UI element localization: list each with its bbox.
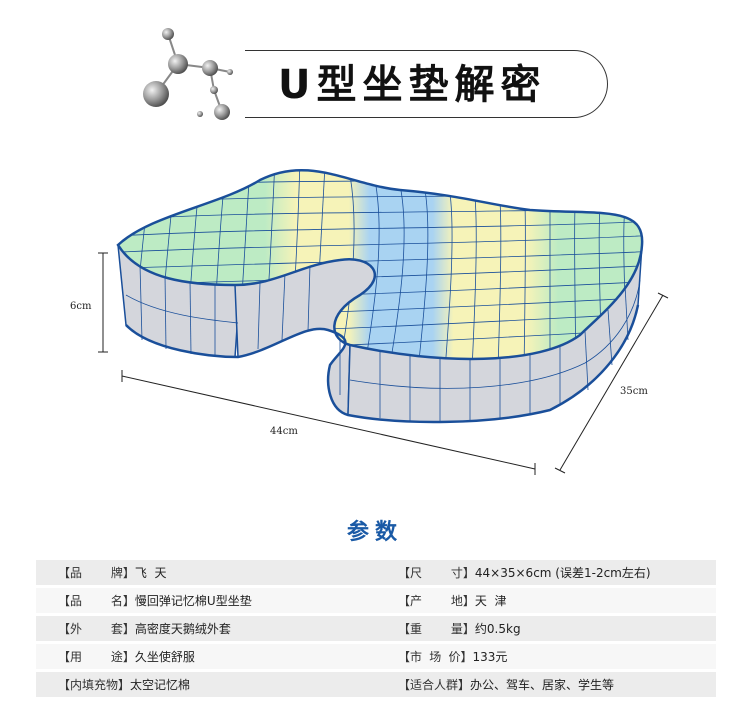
param-cell: 【适合人群】 办公、驾车、居家、学生等 [376, 672, 716, 697]
params-row: 【品 牌】 飞 天 【尺 寸】 44×35×6cm (误差1-2cm左右) [36, 560, 716, 585]
param-value: 办公、驾车、居家、学生等 [470, 678, 615, 692]
param-cell: 【品 名】 慢回弹记忆棉U型坐垫 [36, 588, 376, 613]
param-cell: 【品 牌】 飞 天 [36, 560, 376, 585]
param-cell: 【用 途】 久坐使舒服 [36, 644, 376, 669]
param-value: 约0.5kg [474, 622, 521, 636]
param-value: 久坐使舒服 [134, 650, 195, 664]
height-dimension-label: 6cm [70, 301, 92, 312]
page-title: U型坐垫解密 [278, 62, 547, 108]
params-row: 【用 途】 久坐使舒服 【市 场 价】 133元 [36, 644, 716, 669]
param-value: 133元 [472, 650, 508, 664]
molecule-icon [143, 28, 233, 120]
param-value: 高密度天鹅绒外套 [134, 622, 231, 636]
param-cell: 【产 地】 天 津 [376, 588, 716, 613]
param-label: 【尺 寸】 [398, 566, 475, 580]
title-frame [245, 50, 608, 118]
param-value: 太空记忆棉 [130, 678, 191, 692]
cushion-illustration [98, 168, 669, 475]
header: U型坐垫解密 [0, 0, 750, 135]
params-row: 【外 套】 高密度天鹅绒外套 【重 量】 约0.5kg [36, 616, 716, 641]
param-cell: 【市 场 价】 133元 [376, 644, 716, 669]
param-value: 44×35×6cm (误差1-2cm左右) [474, 566, 651, 580]
param-cell: 【外 套】 高密度天鹅绒外套 [36, 616, 376, 641]
param-label: 【品 牌】 [58, 566, 135, 580]
params-row: 【品 名】 慢回弹记忆棉U型坐垫 【产 地】 天 津 [36, 588, 716, 613]
param-label: 【适合人群】 [398, 678, 471, 692]
param-label: 【品 名】 [58, 594, 135, 608]
param-cell: 【尺 寸】 44×35×6cm (误差1-2cm左右) [376, 560, 716, 585]
param-label: 【产 地】 [398, 594, 475, 608]
param-label: 【用 途】 [58, 650, 135, 664]
param-label: 【内填充物】 [58, 678, 131, 692]
params-title: 参数 [346, 520, 403, 545]
param-cell: 【内填充物】 太空记忆棉 [36, 672, 376, 697]
depth-dimension-label: 35cm [620, 386, 648, 397]
params-row: 【内填充物】 太空记忆棉 【适合人群】 办公、驾车、居家、学生等 [36, 672, 716, 697]
param-label: 【市 场 价】 [398, 650, 473, 664]
param-label: 【重 量】 [398, 622, 475, 636]
length-dimension-label: 44cm [270, 426, 298, 437]
param-value: 飞 天 [134, 566, 167, 580]
params-table: 【品 牌】 飞 天 【尺 寸】 44×35×6cm (误差1-2cm左右) 【品… [36, 560, 716, 700]
param-cell: 【重 量】 约0.5kg [376, 616, 716, 641]
param-value: 天 津 [474, 594, 507, 608]
param-label: 【外 套】 [58, 622, 135, 636]
param-value: 慢回弹记忆棉U型坐垫 [134, 594, 252, 608]
